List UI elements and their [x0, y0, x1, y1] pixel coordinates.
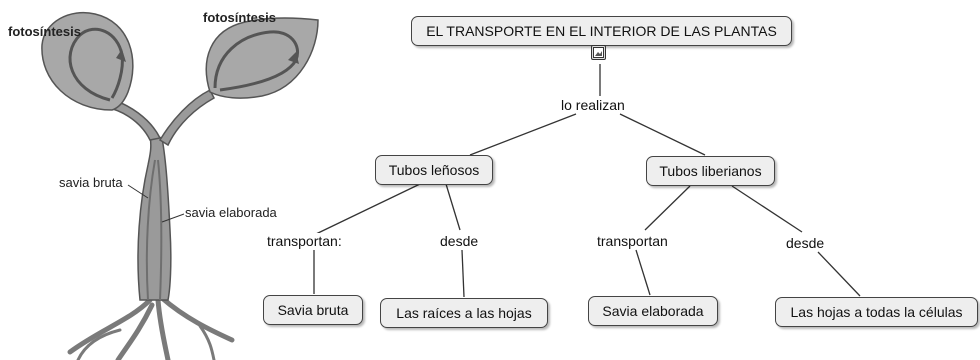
- node-raices-a-hojas: Las raíces a las hojas: [380, 298, 548, 328]
- node-tubos-liberianos: Tubos liberianos: [646, 156, 775, 186]
- left-leaf: [41, 11, 134, 111]
- raw-sap-pointer: [127, 184, 149, 199]
- node-savia-elaborada: Savia elaborada: [588, 296, 718, 326]
- node-tubos-lenosos: Tubos leñosos: [375, 155, 493, 185]
- photosynthesis-arrows: [68, 27, 299, 102]
- processed-sap-pointer: [161, 213, 185, 223]
- photosynthesis-label-left: fotosíntesis: [8, 24, 81, 39]
- node-savia-bruta: Savia bruta: [263, 295, 363, 325]
- link-label-transportan-right: transportan: [597, 233, 668, 249]
- plant-right-branch: [158, 88, 215, 147]
- plant-illustration: fotosíntesis fotosíntesis savia bruta sa…: [8, 10, 319, 360]
- link-label-desde-right: desde: [786, 235, 825, 251]
- processed-sap-label: savia elaborada: [185, 205, 278, 220]
- image-resource-icon[interactable]: [591, 45, 606, 60]
- image-icon-glyph: [593, 47, 604, 58]
- root-concept-node: EL TRANSPORTE EN EL INTERIOR DE LAS PLAN…: [411, 16, 792, 46]
- link-label-transportan-left: transportan:: [267, 233, 342, 249]
- photosynthesis-label-right: fotosíntesis: [203, 10, 276, 25]
- link-label-desde-left: desde: [440, 233, 479, 249]
- node-hojas-a-celulas: Las hojas a todas la células: [775, 297, 978, 327]
- plant-roots: [67, 295, 235, 360]
- link-label-realizan: lo realizan: [561, 97, 625, 113]
- raw-sap-label: savia bruta: [59, 175, 123, 190]
